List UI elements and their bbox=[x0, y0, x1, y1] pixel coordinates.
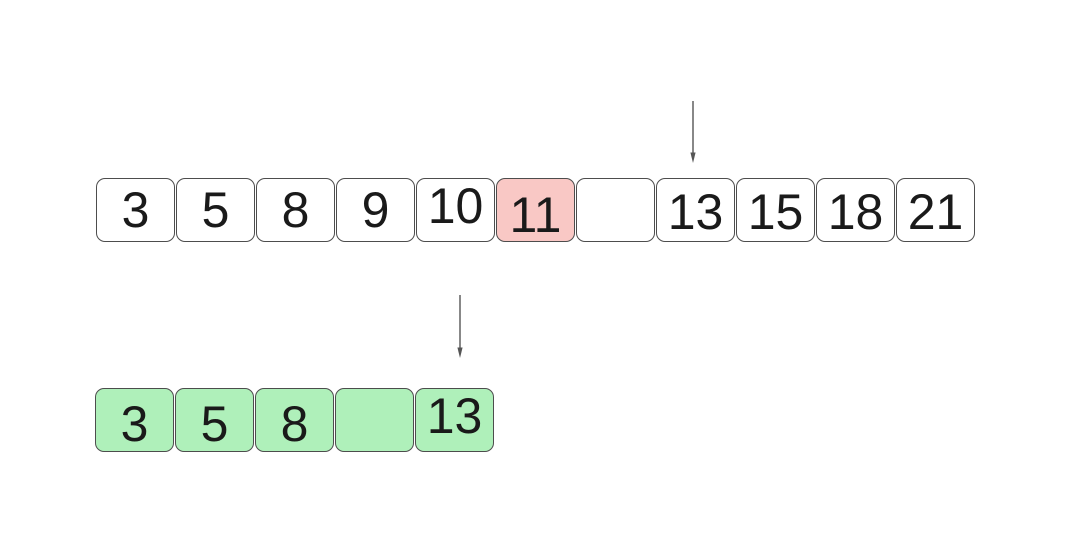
cell-value: 15 bbox=[747, 184, 804, 240]
top-array-cell-4: 10 bbox=[416, 178, 495, 242]
top-array-cell-6-empty bbox=[576, 178, 655, 242]
cell-value: 13 bbox=[667, 184, 724, 240]
bottom-array-cell-4: 13 bbox=[415, 388, 494, 452]
down-arrow-icon bbox=[690, 101, 696, 163]
cell-value: 21 bbox=[907, 184, 964, 240]
cell-value: 8 bbox=[280, 396, 309, 452]
top-array-cell-9: 18 bbox=[816, 178, 895, 242]
cell-value: 5 bbox=[200, 396, 229, 452]
top-array-cell-0: 3 bbox=[96, 178, 175, 242]
down-arrow-icon bbox=[457, 295, 463, 358]
bottom-array-cell-3-empty bbox=[335, 388, 414, 452]
top-array-cell-10: 21 bbox=[896, 178, 975, 242]
top-array-cell-1: 5 bbox=[176, 178, 255, 242]
cell-value: 3 bbox=[120, 396, 149, 452]
cell-value: 13 bbox=[426, 388, 483, 444]
bottom-array-cell-1: 5 bbox=[175, 388, 254, 452]
top-array-cell-2: 8 bbox=[256, 178, 335, 242]
cell-value: 9 bbox=[361, 182, 390, 238]
cell-value: 3 bbox=[121, 182, 150, 238]
top-array-cell-3: 9 bbox=[336, 178, 415, 242]
top-array-cell-5-highlighted: 11 bbox=[496, 178, 575, 242]
cell-value: 11 bbox=[509, 187, 562, 243]
bottom-array-row: 3 5 8 13 bbox=[95, 388, 494, 452]
top-array-cell-7: 13 bbox=[656, 178, 735, 242]
cell-value: 8 bbox=[281, 182, 310, 238]
cell-value: 10 bbox=[427, 178, 484, 234]
bottom-array-cell-2: 8 bbox=[255, 388, 334, 452]
bottom-array-cell-0: 3 bbox=[95, 388, 174, 452]
top-array-cell-8: 15 bbox=[736, 178, 815, 242]
cell-value: 5 bbox=[201, 182, 230, 238]
cell-value: 18 bbox=[827, 184, 884, 240]
top-array-row: 3 5 8 9 10 11 13 15 18 21 bbox=[96, 178, 975, 242]
